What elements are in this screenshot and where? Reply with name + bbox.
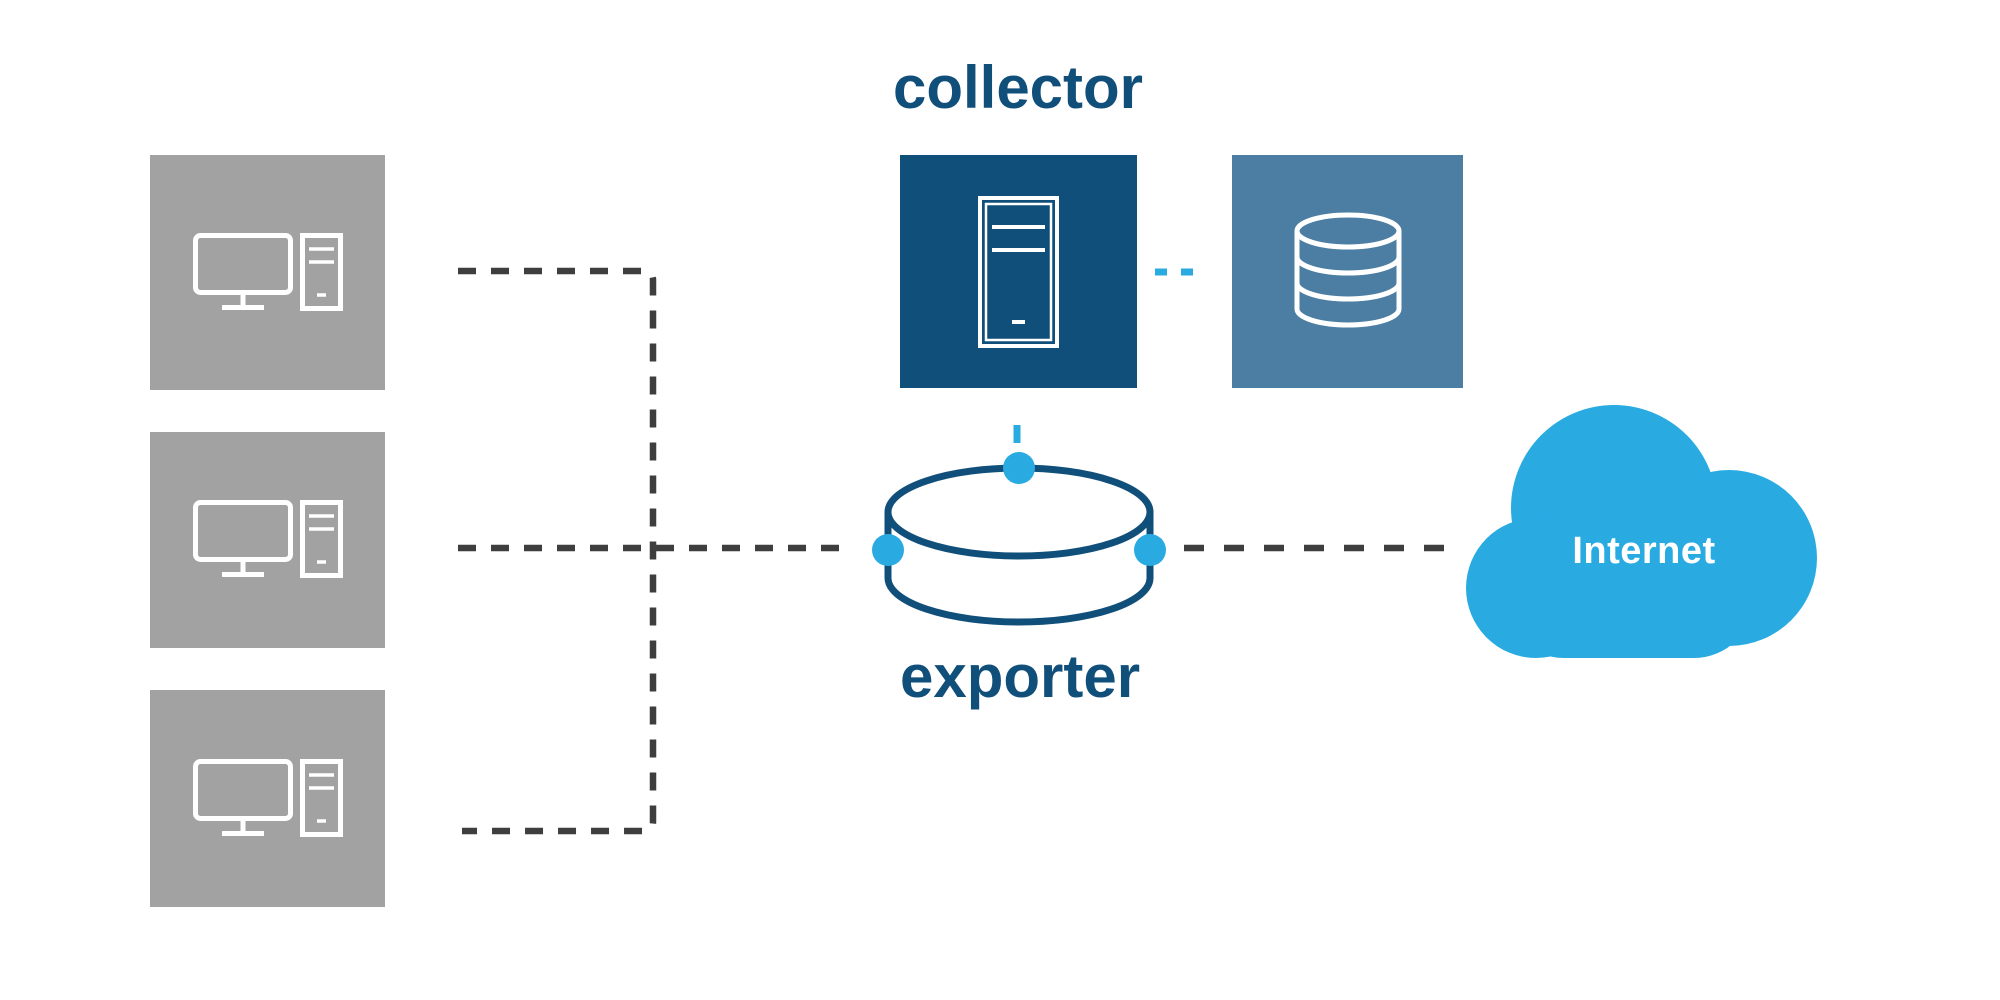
router-port-dot-right (1134, 534, 1166, 566)
db-band-3 (1294, 308, 1401, 327)
desktop-computer-icon (192, 758, 343, 837)
tower-vents (308, 772, 334, 790)
db-sides (1294, 230, 1401, 309)
router-port-dot-top (1003, 452, 1035, 484)
desktop-computer-icon (192, 500, 343, 578)
tower-vents (308, 514, 334, 531)
database-node (1232, 155, 1463, 388)
db-band-2 (1294, 282, 1401, 301)
monitor-stand (221, 560, 264, 577)
monitor-outline (192, 500, 293, 562)
workstation-node-2 (150, 432, 385, 648)
database-icon (1294, 212, 1401, 327)
server-outer-case (978, 195, 1059, 348)
router-port-dot-left (872, 534, 904, 566)
workstations-trunk-dashed-line (458, 267, 657, 835)
monitor-stand (221, 292, 264, 310)
server-inner-case (984, 202, 1053, 341)
tower-outline (299, 758, 343, 837)
desktop-computer-icon (192, 232, 343, 311)
server-vents (992, 224, 1045, 252)
db-band-1 (1294, 256, 1401, 275)
monitor-outline (192, 232, 293, 295)
workstation-node-1 (150, 155, 385, 390)
exporter-router-icon (872, 452, 1166, 626)
server-tower-icon (978, 195, 1059, 348)
monitor-stand (221, 818, 264, 836)
tower-outline (299, 232, 343, 311)
db-top-ellipse (1294, 212, 1401, 249)
collector-label: collector (892, 54, 1144, 121)
collector-server-node (900, 155, 1137, 388)
workstation-node-3 (150, 690, 385, 907)
router-bottom-arc (884, 577, 1154, 626)
internet-cloud-icon (1466, 405, 1817, 658)
cloud-base (1504, 518, 1754, 658)
tower-outline (299, 500, 343, 578)
exporter-label: exporter (899, 643, 1141, 710)
internet-label: Internet (1572, 530, 1716, 572)
tower-vents (308, 246, 334, 264)
monitor-outline (192, 758, 293, 821)
